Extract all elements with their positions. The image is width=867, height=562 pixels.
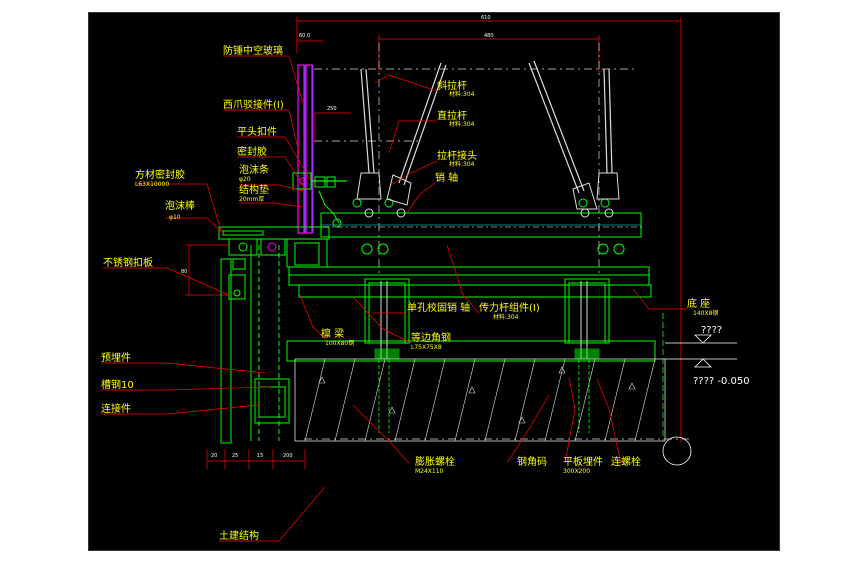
label-pin-axle: 销 轴 <box>435 171 458 184</box>
label-elevation-bottom: ???? -0.050 <box>693 376 750 387</box>
label-straight-rod-material: 材料:304 <box>449 120 475 128</box>
sill-assembly <box>218 226 330 444</box>
label-base-size: 140X8钢 <box>693 309 718 317</box>
label-expansion-bolt: 膨胀螺栓 <box>415 455 455 468</box>
label-square-sealant: 方材密封胶 <box>135 168 185 181</box>
dim-60: 60.0 <box>299 33 310 39</box>
concrete-slab <box>294 358 666 442</box>
dim-480: 480 <box>484 33 494 39</box>
label-stainless-plate: 不锈钢扣板 <box>103 256 153 269</box>
label-single-hole-pin: 单孔校固销 轴 <box>407 301 470 314</box>
dim-250: 250 <box>327 106 337 112</box>
cad-viewport[interactable]: 610 480 60.0 80 250 <box>88 12 780 551</box>
label-square-sealant-size: L63X10000 <box>135 181 169 188</box>
dim-25: 25 <box>232 453 238 459</box>
pin-lugs <box>332 198 625 255</box>
label-rod-joint-material: 材料:304 <box>449 160 475 168</box>
rod-end-fittings <box>356 172 620 218</box>
label-structural-pad-size: 20mm厚 <box>239 196 264 203</box>
dim-15: 15 <box>257 453 263 459</box>
label-foam-strip-size: φ20 <box>239 176 251 183</box>
label-glass: 防锤中空玻璃 <box>223 44 283 57</box>
label-embedded-part: 预埋件 <box>101 352 131 364</box>
label-force-rod-material: 材料:304 <box>493 313 519 321</box>
tension-rods <box>360 60 613 194</box>
dim-80: 80 <box>181 269 187 275</box>
dim-610: 610 <box>481 15 491 21</box>
label-spider-fitting: 西爪驳接件(I) <box>223 98 284 111</box>
label-foam-rod-size: φ10 <box>169 214 181 221</box>
label-channel-10: 槽钢10 <box>101 378 134 391</box>
label-structural-pad: 结构垫 <box>239 183 269 196</box>
label-equal-angle: 等边角钢 <box>411 331 451 344</box>
label-steel-bracket: 钢角码 <box>517 455 547 468</box>
label-purlin-size: 100X80钢 <box>325 339 354 347</box>
dim-20: 20 <box>211 453 217 459</box>
label-connector: 连接件 <box>101 402 131 415</box>
label-flat-embedded-plate: 平板埋件 <box>563 455 603 468</box>
label-connecting-bolt: 连螺栓 <box>611 455 641 468</box>
label-elevation-top: ???? <box>701 325 722 336</box>
label-flat-clip: 平头扣件 <box>237 125 277 138</box>
label-base: 底 座 <box>687 297 710 310</box>
dim-200: 200 <box>283 453 293 459</box>
label-expansion-bolt-size: M24X110 <box>415 468 444 475</box>
label-diagonal-rod-material: 材料:304 <box>449 90 475 98</box>
label-sealant: 密封胶 <box>237 145 267 158</box>
label-rod-joint: 拉杆接头 <box>437 149 477 162</box>
label-equal-angle-size: L75X75X8 <box>411 344 442 351</box>
curtain-wall-section-drawing: 610 480 60.0 80 250 <box>101 15 750 542</box>
left-dimension <box>185 112 351 296</box>
main-rail <box>286 212 656 362</box>
label-diagonal-rod: 斜拉杆 <box>437 79 467 92</box>
label-foam-rod: 泡沫棒 <box>165 199 195 212</box>
label-force-rod: 传力杆组件(I) <box>479 301 540 314</box>
leader-lines <box>101 55 687 542</box>
bottom-dimensions <box>206 449 306 469</box>
label-civil-structure: 土建结构 <box>219 529 259 542</box>
support-posts <box>364 278 610 360</box>
spider-fitting <box>292 172 347 224</box>
elevation-markers <box>662 334 737 466</box>
reference-lines <box>304 43 689 440</box>
glass-panel <box>297 64 314 234</box>
top-dimensions <box>296 17 682 443</box>
label-flat-embedded-plate-size: 300X200 <box>563 468 590 475</box>
label-foam-strip: 泡沫条 <box>239 163 269 176</box>
embedded-channel <box>250 245 290 441</box>
label-straight-rod: 直拉杆 <box>437 109 467 122</box>
label-purlin: 檩 梁 <box>321 327 344 340</box>
